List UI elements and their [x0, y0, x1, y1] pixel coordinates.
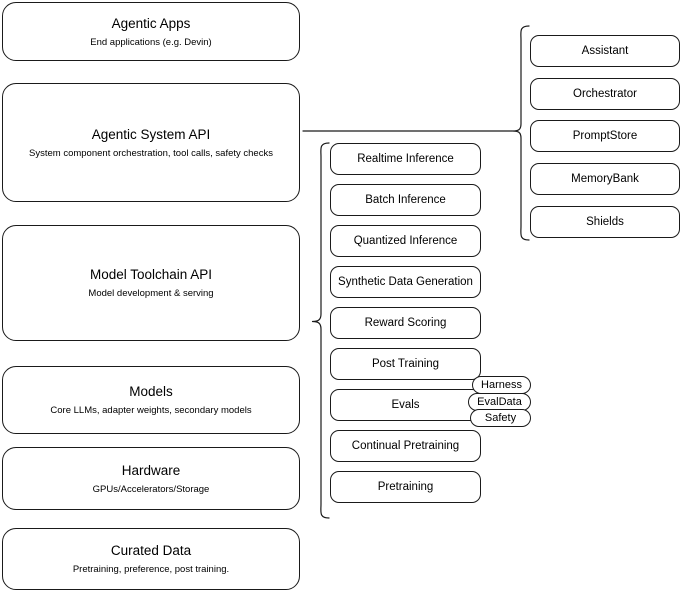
eval-tag-label: Harness	[481, 379, 522, 391]
eval-tag-label: EvalData	[477, 396, 522, 408]
layer-title: Agentic Apps	[111, 15, 191, 31]
component-box-orchestrator[interactable]: Orchestrator	[530, 78, 680, 110]
component-box-memorybank[interactable]: MemoryBank	[530, 163, 680, 195]
component-box-assistant[interactable]: Assistant	[530, 35, 680, 67]
capability-box-continual-pretraining[interactable]: Continual Pretraining	[330, 430, 481, 462]
capability-box-synthetic-data-generation[interactable]: Synthetic Data Generation	[330, 266, 481, 298]
component-box-promptstore[interactable]: PromptStore	[530, 120, 680, 152]
capability-label: Synthetic Data Generation	[338, 276, 473, 288]
capability-box-realtime-inference[interactable]: Realtime Inference	[330, 143, 481, 175]
component-label: Shields	[586, 216, 624, 228]
layer-box-agentic-system-api[interactable]: Agentic System API System component orch…	[2, 83, 300, 202]
component-label: MemoryBank	[571, 173, 639, 185]
layer-title: Model Toolchain API	[89, 267, 213, 282]
component-label: Orchestrator	[573, 88, 637, 100]
capability-label: Realtime Inference	[357, 153, 454, 165]
layer-box-hardware[interactable]: Hardware GPUs/Accelerators/Storage	[2, 447, 300, 510]
layer-box-model-toolchain-api[interactable]: Model Toolchain API Model development & …	[2, 225, 300, 341]
capability-label: Quantized Inference	[353, 235, 458, 247]
capability-box-pretraining[interactable]: Pretraining	[330, 471, 481, 503]
capability-label: Batch Inference	[365, 194, 446, 206]
capability-box-batch-inference[interactable]: Batch Inference	[330, 184, 481, 216]
layer-subtitle: Core LLMs, adapter weights, secondary mo…	[50, 405, 252, 416]
layer-title: Models	[129, 384, 173, 399]
layer-subtitle: Pretraining, preference, post training.	[72, 564, 230, 575]
capability-label: Continual Pretraining	[351, 440, 460, 452]
capability-label: Reward Scoring	[364, 317, 447, 329]
layer-title: Agentic System API	[91, 126, 211, 142]
capability-label: Pretraining	[377, 481, 434, 493]
eval-tag-label: Safety	[484, 412, 517, 424]
layer-box-curated-data[interactable]: Curated Data Pretraining, preference, po…	[2, 528, 300, 590]
system-components-brace	[511, 25, 530, 241]
layer-title: Curated Data	[110, 543, 192, 558]
eval-tag-harness[interactable]: Harness	[472, 376, 531, 394]
component-box-shields[interactable]: Shields	[530, 206, 680, 238]
component-label: Assistant	[581, 45, 629, 57]
capability-label: Evals	[391, 399, 420, 411]
layer-subtitle: System component orchestration, tool cal…	[29, 147, 273, 159]
capability-box-post-training[interactable]: Post Training	[330, 348, 481, 380]
capability-label: Post Training	[371, 358, 440, 370]
layer-subtitle: Model development & serving	[88, 288, 214, 299]
layer-title: Hardware	[121, 462, 181, 478]
capability-box-evals[interactable]: Evals	[330, 389, 481, 421]
eval-tag-safety[interactable]: Safety	[470, 409, 531, 427]
layer-subtitle: End applications (e.g. Devin)	[90, 36, 212, 48]
layer-box-models[interactable]: Models Core LLMs, adapter weights, secon…	[2, 366, 300, 434]
layer-box-agentic-apps[interactable]: Agentic Apps End applications (e.g. Devi…	[2, 2, 300, 61]
component-label: PromptStore	[572, 130, 638, 142]
toolchain-capabilities-brace	[311, 142, 330, 519]
layer-subtitle: GPUs/Accelerators/Storage	[92, 483, 210, 495]
capability-box-reward-scoring[interactable]: Reward Scoring	[330, 307, 481, 339]
capability-box-quantized-inference[interactable]: Quantized Inference	[330, 225, 481, 257]
